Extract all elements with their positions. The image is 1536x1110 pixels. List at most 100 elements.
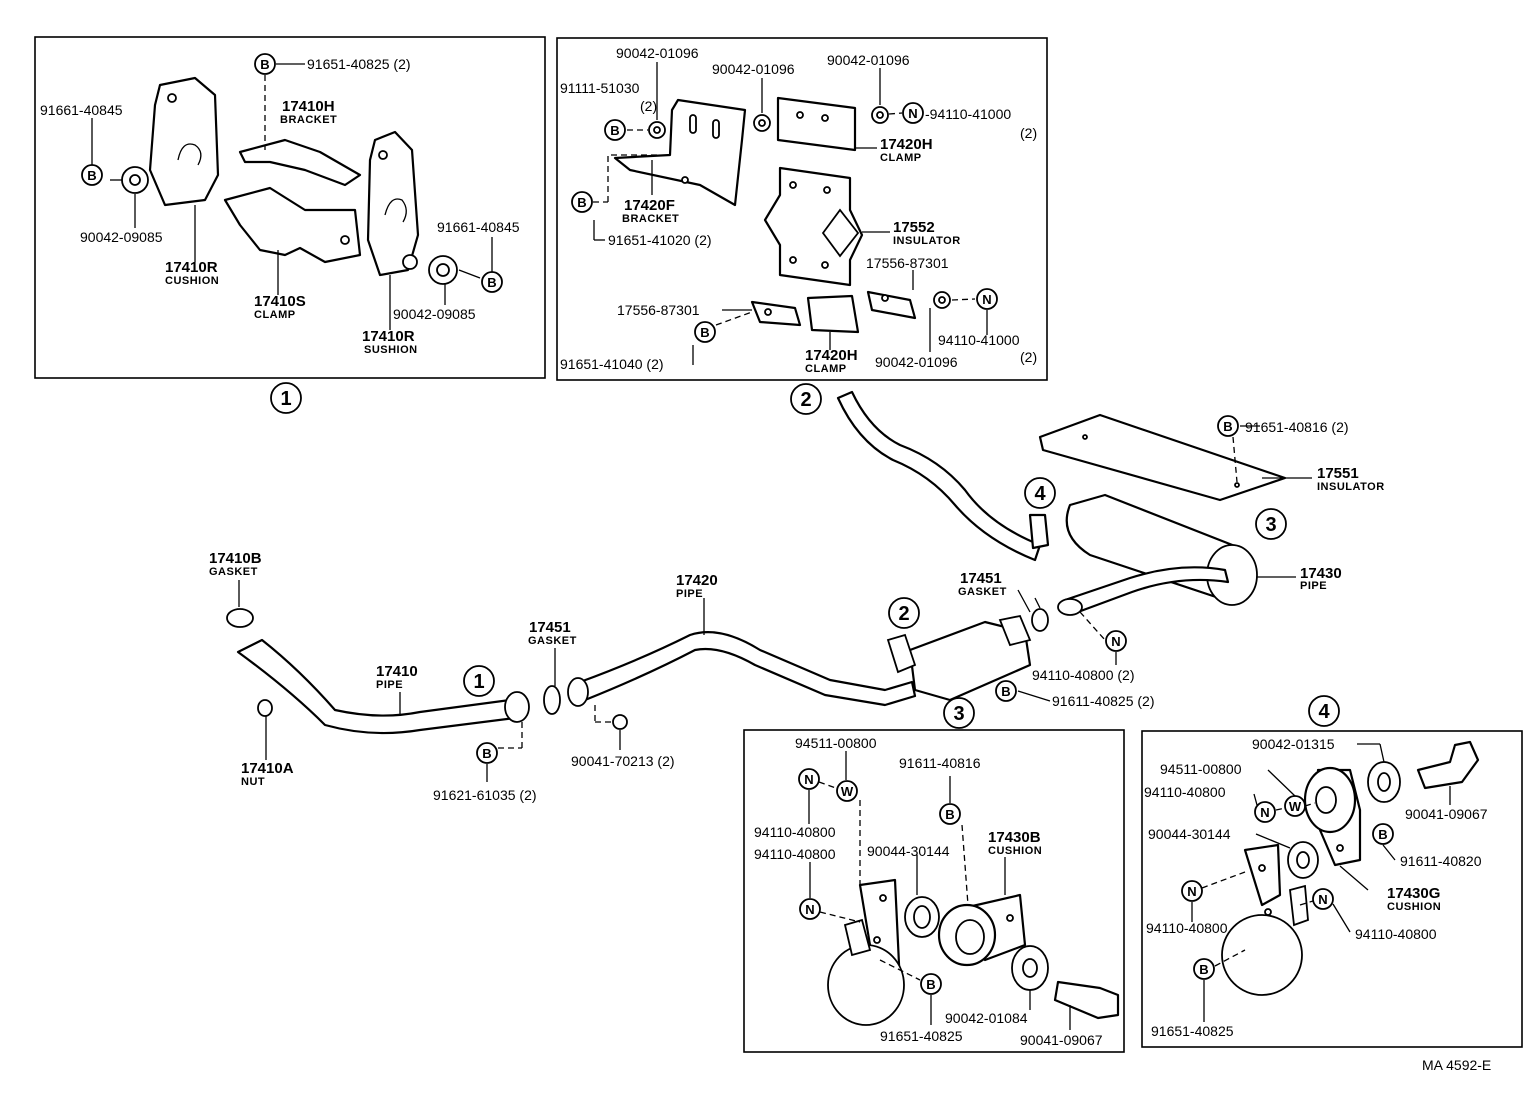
bolt-symbol: B bbox=[571, 191, 593, 213]
label-clamp-a: CLAMP bbox=[880, 152, 922, 164]
label-bracket-2: BRACKET bbox=[622, 213, 679, 225]
svg-text:4: 4 bbox=[1318, 701, 1330, 723]
label-91651-40825-p4: 91651-40825 bbox=[1151, 1023, 1234, 1039]
label-91621-61035: 91621-61035 (2) bbox=[433, 787, 537, 803]
label-17410: 17410 bbox=[376, 663, 418, 680]
plate-17556-87301-right-drawing bbox=[866, 290, 917, 320]
label-90042-01096-b: 90042-01096 bbox=[712, 61, 795, 77]
panel-3-frame bbox=[743, 729, 1125, 1053]
label-clamp: CLAMP bbox=[254, 309, 296, 321]
label-17420h-b: 17420H bbox=[805, 347, 858, 364]
label-94110-40800-a-p4: 94110-40800 bbox=[1144, 784, 1226, 800]
bolt-symbol: B bbox=[1372, 823, 1394, 845]
label-17420f: 17420F bbox=[624, 197, 675, 214]
bolt-symbol: B bbox=[604, 119, 626, 141]
gasket-17451-left-drawing bbox=[543, 685, 561, 715]
label-17551: 17551 bbox=[1317, 465, 1359, 482]
svg-text:B: B bbox=[1199, 962, 1208, 977]
label-94110-40800: 94110-40800 (2) bbox=[1032, 667, 1134, 683]
svg-text:N: N bbox=[1260, 805, 1269, 820]
label-cushion-17430g: CUSHION bbox=[1387, 901, 1441, 913]
label-17430g: 17430G bbox=[1387, 885, 1440, 902]
label-90042-01096-d: 90042-01096 bbox=[875, 354, 958, 370]
svg-text:1: 1 bbox=[280, 388, 291, 410]
washer-symbol: W bbox=[836, 780, 858, 802]
label-pipe-17410: PIPE bbox=[376, 679, 403, 691]
label-17420: 17420 bbox=[676, 572, 718, 589]
label-cushion-17430b: CUSHION bbox=[988, 845, 1042, 857]
label-17410r-2: 17410R bbox=[362, 328, 415, 345]
svg-text:W: W bbox=[841, 784, 854, 799]
clamp-17420h-top-drawing bbox=[776, 96, 857, 152]
bolt-90041-09067-p4-drawing bbox=[1416, 740, 1480, 790]
label-91651-40825: 91651-40825 (2) bbox=[307, 56, 411, 72]
label-17410s: 17410S bbox=[254, 293, 306, 310]
pipe-17420-drawing bbox=[578, 631, 917, 707]
label-91651-41040: 91651-41040 (2) bbox=[560, 356, 664, 372]
svg-text:B: B bbox=[482, 746, 491, 761]
label-17556-87301-a: 17556-87301 bbox=[617, 302, 700, 318]
label-17410b: 17410B bbox=[209, 550, 262, 567]
label-17410r-1: 17410R bbox=[165, 259, 218, 276]
bolt-symbol: B bbox=[476, 742, 498, 764]
bracket-sub-muffler bbox=[886, 633, 917, 674]
panel-1-frame bbox=[34, 36, 546, 379]
label-insulator: INSULATOR bbox=[893, 235, 961, 247]
svg-text:B: B bbox=[260, 57, 269, 72]
insulator-17551-drawing bbox=[1038, 413, 1287, 502]
label-91651-40816: 91651-40816 (2) bbox=[1245, 419, 1349, 435]
plate-17556-87301-left-drawing bbox=[750, 300, 802, 327]
diagram-id: MA 4592-E bbox=[1422, 1057, 1491, 1073]
bolt-symbol: B bbox=[254, 53, 276, 75]
bolt-symbol: B bbox=[1217, 415, 1239, 437]
bolt-symbol: B bbox=[995, 680, 1017, 702]
pipe-tail-upper-drawing bbox=[836, 390, 1042, 562]
nut-symbol: N bbox=[1181, 880, 1203, 902]
svg-text:B: B bbox=[945, 807, 954, 822]
label-17451-left: 17451 bbox=[529, 619, 571, 636]
detail-panel-4: N W B N N B 90042-01315 94511-00800 9411… bbox=[1141, 730, 1523, 1048]
svg-text:B: B bbox=[577, 195, 586, 210]
svg-text:W: W bbox=[1289, 799, 1302, 814]
cushion-17410r-right-drawing bbox=[366, 130, 420, 277]
label-bracket: BRACKET bbox=[280, 114, 337, 126]
label-90044-30144-p4: 90044-30144 bbox=[1148, 826, 1231, 842]
pipe-17430-drawing bbox=[1063, 566, 1230, 614]
sub-muffler-drawing bbox=[908, 620, 1032, 702]
nut-symbol: N bbox=[1254, 801, 1276, 823]
washer-symbol: W bbox=[1284, 795, 1306, 817]
bolt-symbol: B bbox=[939, 803, 961, 825]
svg-text:N: N bbox=[908, 106, 917, 121]
svg-text:B: B bbox=[926, 977, 935, 992]
svg-text:3: 3 bbox=[1265, 514, 1276, 536]
label-91651-41020: 91651-41020 (2) bbox=[608, 232, 712, 248]
bolt-90041-09067-drawing bbox=[1053, 980, 1120, 1020]
nut-symbol: N bbox=[1105, 630, 1127, 652]
label-sushion: SUSHION bbox=[364, 344, 418, 356]
label-insulator-17551: INSULATOR bbox=[1317, 481, 1385, 493]
bracket-17420f-drawing bbox=[613, 98, 747, 207]
label-17430b: 17430B bbox=[988, 829, 1041, 846]
svg-text:N: N bbox=[982, 292, 991, 307]
label-qty-2-c: (2) bbox=[1020, 349, 1037, 365]
bolt-symbol: B bbox=[81, 164, 103, 186]
svg-text:N: N bbox=[1318, 892, 1327, 907]
label-91611-40825: 91611-40825 (2) bbox=[1052, 693, 1154, 709]
label-91611-40820: 91611-40820 bbox=[1400, 853, 1482, 869]
bolt-symbol: B bbox=[694, 321, 716, 343]
label-91661-40845-left: 91661-40845 bbox=[40, 102, 123, 118]
svg-text:4: 4 bbox=[1034, 483, 1046, 505]
label-17451-right: 17451 bbox=[960, 570, 1002, 587]
strap-p4-drawing bbox=[1243, 843, 1282, 907]
main-exhaust-assembly: B N B B 91651-40816 (2) 17551 INSULATOR … bbox=[209, 390, 1385, 803]
label-90041-09067-p3: 90041-09067 bbox=[1020, 1032, 1103, 1048]
panel-2-frame bbox=[556, 37, 1048, 381]
label-91611-40816: 91611-40816 bbox=[899, 755, 981, 771]
svg-text:B: B bbox=[1223, 419, 1232, 434]
label-90041-09067-p4: 90041-09067 bbox=[1405, 806, 1488, 822]
svg-text:N: N bbox=[1187, 884, 1196, 899]
bolt-symbol: B bbox=[1193, 958, 1215, 980]
svg-text:B: B bbox=[1001, 684, 1010, 699]
label-qty-2-a: (2) bbox=[640, 98, 657, 114]
callout-2-panel: 2 bbox=[790, 383, 822, 415]
